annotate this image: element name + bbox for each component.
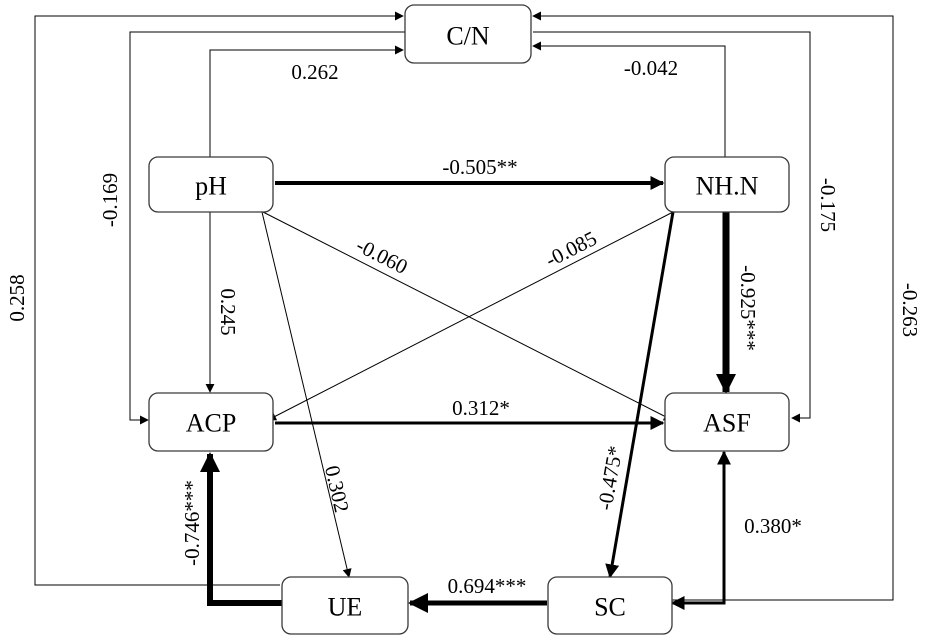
node-sc: SC xyxy=(547,576,673,635)
svg-text:ASF: ASF xyxy=(703,409,751,438)
node-nhn: NH.N xyxy=(664,156,790,213)
svg-text:NH.N: NH.N xyxy=(696,172,759,201)
svg-text:SC: SC xyxy=(594,593,626,622)
edge-nhn-to-sc xyxy=(605,211,675,579)
svg-text:UE: UE xyxy=(328,593,363,622)
coef-ue-cn: 0.258 xyxy=(5,274,29,321)
svg-text:C/N: C/N xyxy=(446,22,490,51)
coef-nhn-asf: -0.925*** xyxy=(736,265,760,351)
coef-nhn-acp: -0.085 xyxy=(541,226,600,272)
edge-ue-to-cn xyxy=(34,11,404,586)
node-ph: pH xyxy=(148,156,274,213)
node-acp: ACP xyxy=(148,392,274,452)
edge-ph-to-cn xyxy=(209,45,404,157)
svg-text:ACP: ACP xyxy=(186,409,237,438)
edge-nhn-to-cn xyxy=(532,41,726,157)
coef-ph-cn: 0.262 xyxy=(291,60,338,84)
node-asf: ASF xyxy=(664,392,790,452)
coef-ph-acp: 0.245 xyxy=(216,288,240,335)
edge-ph-to-asf xyxy=(262,211,673,421)
svg-text:pH: pH xyxy=(195,172,227,201)
coef-cn-asf: -0.175 xyxy=(816,178,840,232)
coef-nhn-cn: -0.042 xyxy=(624,56,678,80)
edge-ph-to-ue xyxy=(261,211,352,578)
edge-asf-to-sc xyxy=(670,560,726,610)
coef-acp-asf: 0.312* xyxy=(452,396,510,420)
edge-cn-to-asf xyxy=(533,31,811,423)
coef-ph-ue: 0.302 xyxy=(320,463,354,514)
edge-sc-to-cn xyxy=(532,11,894,601)
edge-cn-to-acp xyxy=(129,31,405,425)
coef-sc-cn: -0.263 xyxy=(898,283,922,337)
coef-ue-acp: -0.746*** xyxy=(180,480,204,566)
coef-sc-ue: 0.694*** xyxy=(448,574,527,598)
edge-nhn-to-acp xyxy=(267,211,674,421)
edge-ue-to-acp xyxy=(200,452,282,606)
coef-ph-nhn: -0.505** xyxy=(442,155,517,179)
coef-cn-acp: -0.169 xyxy=(98,173,122,227)
node-ue: UE xyxy=(281,576,409,635)
edge-sc-to-asf xyxy=(670,450,731,605)
coef-sc-asf: 0.380* xyxy=(744,514,802,538)
node-cn: C/N xyxy=(404,4,532,64)
